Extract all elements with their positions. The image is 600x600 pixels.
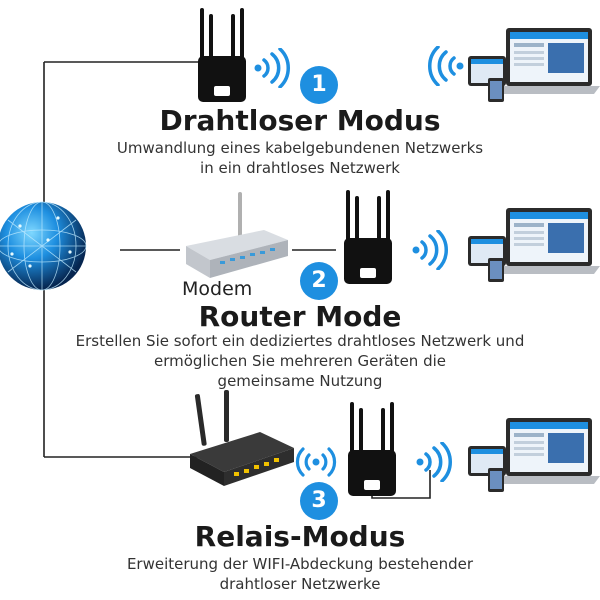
repeater-icon <box>344 190 392 284</box>
laptop-icon <box>496 418 600 484</box>
phone-icon <box>488 78 504 102</box>
description-line: Erstellen Sie sofort ein dediziertes dra… <box>75 332 525 350</box>
wifi-icon <box>428 46 464 86</box>
description-line: Erweiterung der WIFI-Abdeckung bestehend… <box>126 555 474 573</box>
section-title-3: Relais-Modus <box>194 520 406 553</box>
globe-icon <box>0 201 87 291</box>
section-description-3: Erweiterung der WIFI-Abdeckung bestehend… <box>0 554 600 594</box>
wifi-icon <box>295 447 337 477</box>
phone-icon <box>488 258 504 282</box>
devices-group-1 <box>468 28 600 102</box>
laptop-icon <box>496 208 600 274</box>
description-line: in ein drahtloses Netzwerk <box>200 159 400 177</box>
description-line: ermöglichen Sie mehreren Geräten die <box>154 352 446 370</box>
devices-group-2 <box>468 208 600 282</box>
laptop-icon <box>496 28 600 94</box>
phone-icon <box>488 468 504 492</box>
devices-group-3 <box>468 418 600 492</box>
description-line: gemeinsame Nutzung <box>217 372 383 390</box>
wifi-icon <box>416 442 452 482</box>
step-badge-3: 3 <box>300 482 338 520</box>
wifi-icon <box>254 48 290 88</box>
repeater-icon <box>348 402 396 496</box>
step-badge-1: 1 <box>300 66 338 104</box>
section-title-2: Router Mode <box>198 300 402 333</box>
step-badge-2: 2 <box>300 262 338 300</box>
modem-label: Modem <box>182 278 253 300</box>
router-icon <box>190 390 294 486</box>
description-line: Umwandlung eines kabelgebundenen Netzwer… <box>116 139 484 157</box>
modem-icon <box>186 192 288 278</box>
section-description-2: Erstellen Sie sofort ein dediziertes dra… <box>0 331 600 391</box>
tablet-icon <box>468 56 506 86</box>
section-description-1: Umwandlung eines kabelgebundenen Netzwer… <box>0 138 600 178</box>
description-line: drahtloser Netzwerke <box>219 575 381 593</box>
repeater-icon <box>198 8 246 102</box>
wifi-icon <box>412 230 448 270</box>
section-title-1: Drahtloser Modus <box>159 104 441 137</box>
